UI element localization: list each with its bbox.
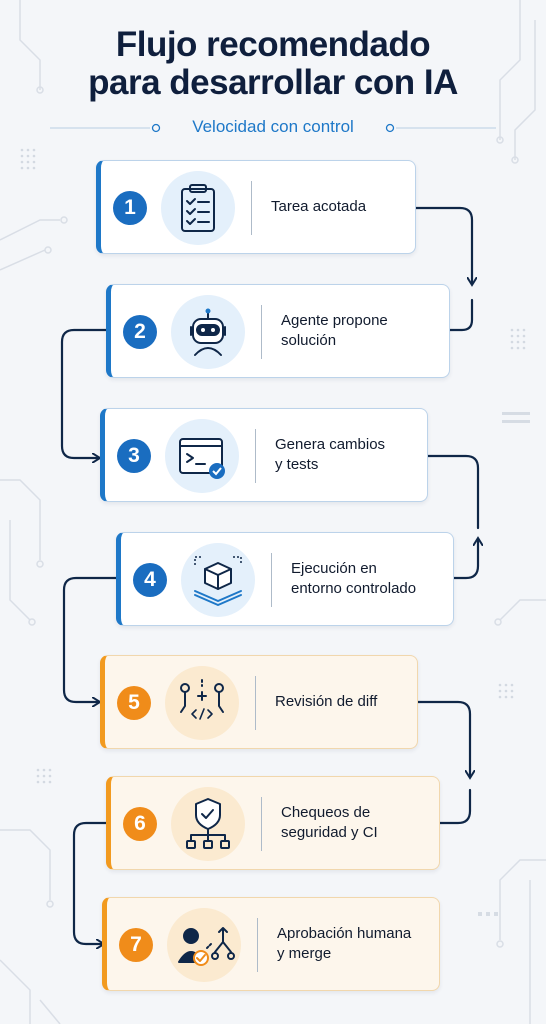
- step-card-1: 1 Tarea acotada: [96, 160, 416, 254]
- card-divider: [255, 429, 256, 483]
- step-label: Tarea acotada: [271, 198, 367, 215]
- step-number-badge: 2: [123, 315, 157, 349]
- step-number-badge: 5: [117, 686, 151, 720]
- card-divider: [261, 797, 262, 851]
- terminal-check-icon: [165, 419, 239, 493]
- step-card-5: 5 Revisión de diff: [100, 655, 418, 749]
- card-divider: [255, 676, 256, 730]
- step-label: Revisión de diff: [275, 693, 378, 710]
- page-subtitle: Velocidad con control: [192, 117, 354, 136]
- subtitle-decoration: [50, 123, 496, 133]
- card-divider: [271, 553, 272, 607]
- subtitle-row: Velocidad con control: [50, 115, 496, 139]
- card-divider: [261, 305, 262, 359]
- person-merge-icon: [167, 908, 241, 982]
- robot-icon: [171, 295, 245, 369]
- step-number-badge: 6: [123, 807, 157, 841]
- card-divider: [257, 918, 258, 972]
- step-number-badge: 7: [119, 928, 153, 962]
- title-line-2: para desarrollar con IA: [88, 63, 458, 102]
- step-number-badge: 3: [117, 439, 151, 473]
- step-number-badge: 4: [133, 563, 167, 597]
- step-number-badge: 1: [113, 191, 147, 225]
- code-diff-icon: [165, 666, 239, 740]
- shield-pipeline-icon: [171, 787, 245, 861]
- page-title: Flujo recomendado para desarrollar con I…: [0, 26, 546, 102]
- title-line-1: Flujo recomendado: [115, 25, 431, 64]
- sandbox-box-icon: [181, 543, 255, 617]
- clipboard-checklist-icon: [161, 171, 235, 245]
- card-divider: [251, 181, 252, 235]
